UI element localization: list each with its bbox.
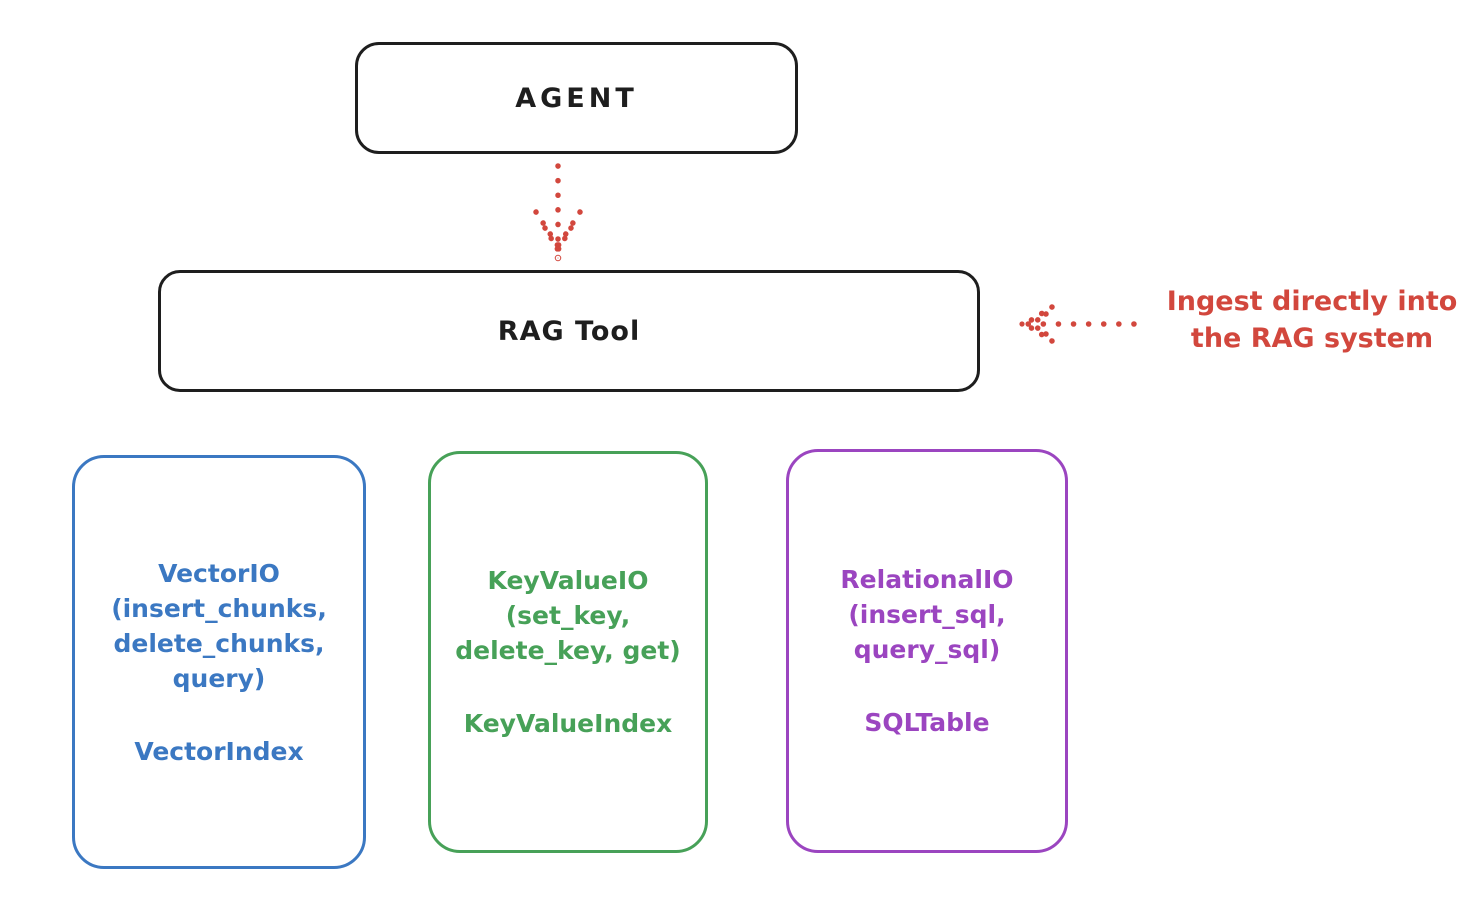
agent-to-ragtool-arrow-icon [533, 163, 583, 262]
ingest-annotation-text: Ingest directly into the RAG system [1166, 286, 1458, 354]
sql-table-label: SQLTable [864, 708, 990, 737]
vector-index-label: VectorIndex [134, 736, 304, 766]
rag-tool-box: RAG Tool [158, 270, 980, 392]
keyvalue-io-box: KeyValueIO (set_key, delete_key, get) Ke… [428, 451, 708, 853]
ingest-arrow-icon [1019, 304, 1137, 344]
relational-io-box: RelationalIO (insert_sql, query_sql) SQL… [786, 449, 1068, 853]
keyvalue-index-label: KeyValueIndex [463, 709, 673, 738]
vector-io-methods: VectorIO (insert_chunks, delete_chunks, … [111, 558, 327, 693]
agent-box: AGENT [355, 42, 798, 154]
agent-label: AGENT [515, 82, 638, 114]
vector-io-box: VectorIO (insert_chunks, delete_chunks, … [72, 455, 366, 869]
rag-tool-label: RAG Tool [497, 315, 641, 347]
keyvalue-io-methods: KeyValueIO (set_key, delete_key, get) [455, 566, 681, 665]
relational-io-methods: RelationalIO (insert_sql, query_sql) [840, 565, 1014, 664]
